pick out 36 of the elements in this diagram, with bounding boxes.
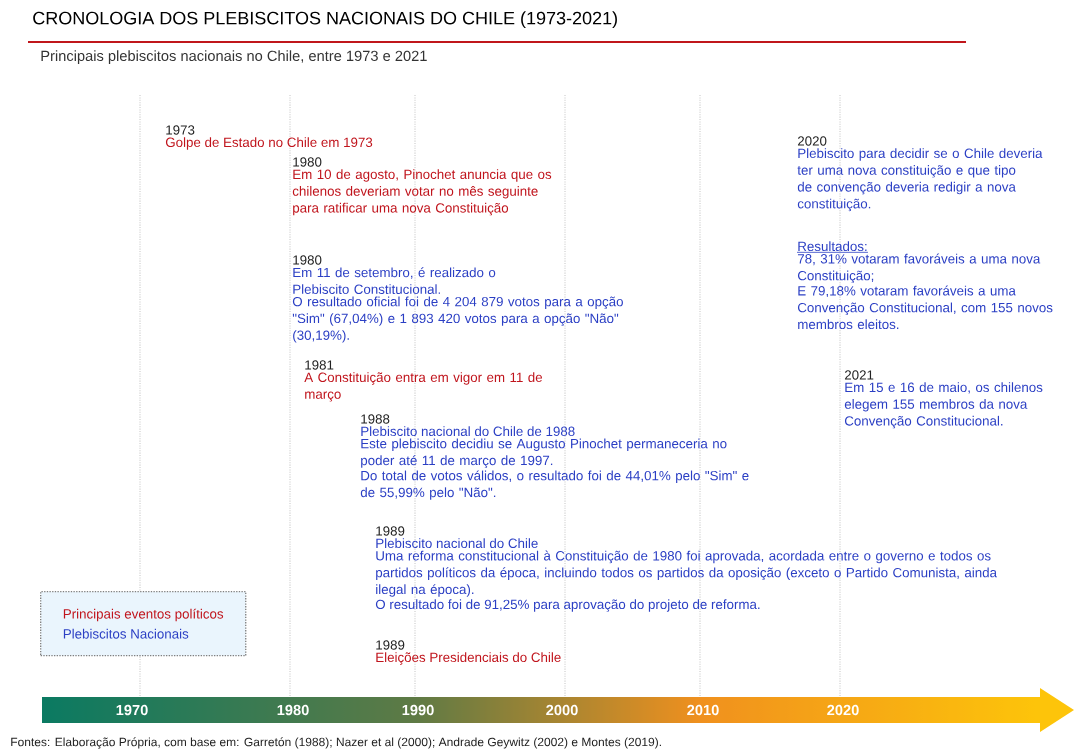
year-label: 1989 [376, 640, 405, 650]
event-text: Em 15 e 16 de maio, os chilenos elegem 155 membros da nova Convenção Constitucional. [844, 382, 1043, 429]
results-heading: Resultados: [796, 241, 869, 253]
year-label: 1981 [305, 360, 334, 370]
decade-label: 2010 [687, 704, 719, 716]
year-label: 1989 [376, 526, 405, 536]
decade-label: 1980 [277, 704, 309, 716]
subtitle: Principais plebiscitos nacionais no Chile, entre 1973 e 2021 [41, 50, 427, 64]
year-label: 1988 [361, 414, 390, 424]
year-label: 1980 [293, 157, 322, 167]
event-text: O resultado oficial foi de 4 204 879 votos para a opção "Sim" (67,04%) e 1 893 420 votos para a opção "Não" (30,19%). [292, 296, 623, 343]
decade-label: 2020 [827, 704, 859, 716]
source-note: Fontes: Elaboração Própria, com base em: Garretón (1988); Nazer et al (2000); Andrade Geywitz (2002) e Montes (2019). [11, 737, 661, 749]
year-label: 2020 [797, 136, 827, 146]
decade-label: 1970 [116, 704, 148, 716]
event-text: A Constituição entra em vigor em 11 de março [304, 372, 542, 402]
event-text: Golpe de Estado no Chile em 1973 [165, 137, 373, 150]
event-text: E 79,18% votaram favoráveis a uma Convenção Constitucional, com 155 novos membros eleitos. [797, 285, 1053, 330]
legend-box: Principais eventos políticos Plebiscitos Nacionais [40, 591, 247, 657]
year-label: 1973 [166, 125, 195, 135]
event-text: Em 10 de agosto, Pinochet anuncia que os chilenos deveriam votar no mês seguinte para ratificar uma nova Constituição [292, 169, 552, 216]
year-label: 2021 [844, 370, 874, 380]
decade-label: 1990 [402, 704, 434, 716]
decade-label: 2000 [546, 704, 578, 716]
event-text: Plebiscito nacional do Chile [376, 538, 538, 549]
title: CRONOLOGIA DOS PLEBISCITOS NACIONAIS DO CHILE (1973-2021) [33, 11, 617, 29]
event-text: Eleições Presidenciais do Chile [376, 652, 561, 665]
event-text: O resultado foi de 91,25% para aprovação do projeto de reforma. [375, 599, 760, 612]
event-text: Uma reforma constitucional à Constituição de 1980 foi aprovada, acordada entre o governo e todos os partidos políticos da época, incluindo todos os partidos da oposição (exceto o Partido Comunista, ainda ilegal na época). [376, 550, 997, 597]
event-text: 78, 31% votaram favoráveis a uma nova Constituição; [797, 253, 1041, 284]
event-text: Em 11 de setembro, é realizado o Plebiscito Constitucional. [293, 267, 496, 294]
event-text: Este plebiscito decidiu se Augusto Pinochet permaneceria no poder até 11 de março de 1997. [361, 438, 727, 468]
event-text: Plebiscito nacional do Chile de 1988 [361, 426, 575, 437]
year-label: 1980 [293, 255, 322, 265]
event-text: Do total de votos válidos, o resultado foi de 44,01% pelo "Sim" e de 55,99% pelo "Não". [360, 470, 749, 500]
event-text: Plebiscito para decidir se o Chile deveria ter uma nova constituição e que tipo de convenção deveria redigir a nova constituição. [797, 148, 1043, 212]
